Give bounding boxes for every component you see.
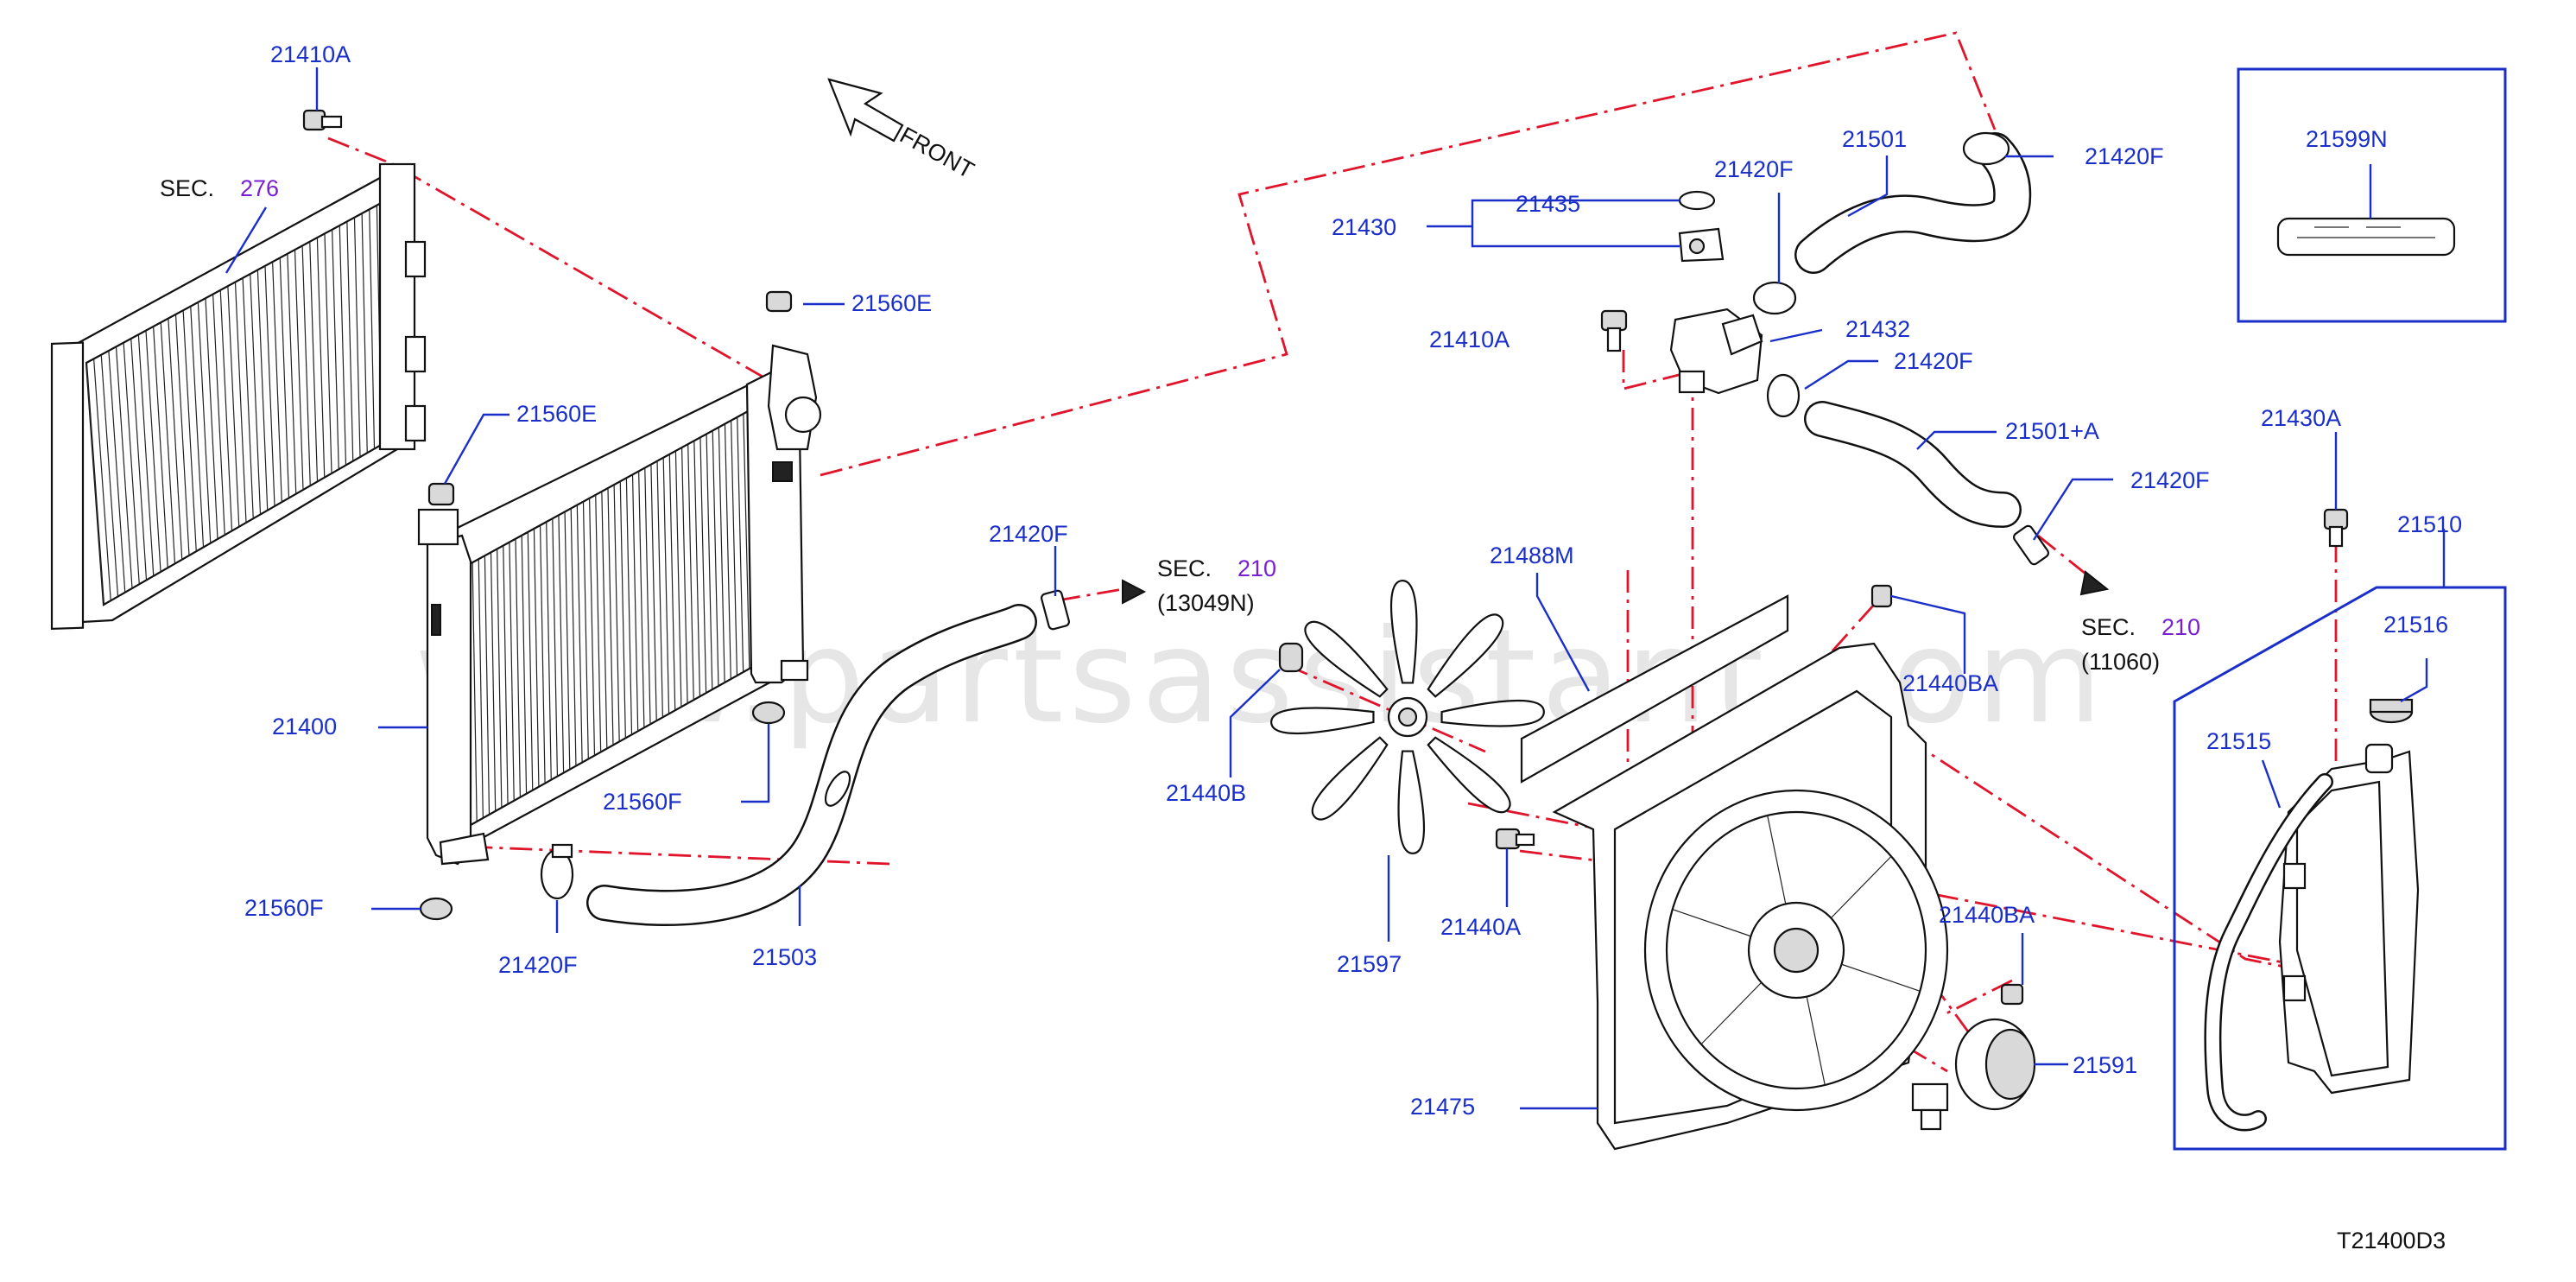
water-outlet-21432	[1669, 308, 1763, 395]
part-labels: 21410A SEC. 276 21560E 21560E 21400 2156…	[160, 41, 2462, 1253]
clamp-21420F-right	[2012, 524, 2050, 566]
label-21420F-topright: 21420F	[2085, 143, 2164, 169]
clamp-21420F-pipe	[1040, 589, 1071, 631]
fan-blade	[1311, 736, 1389, 821]
label-sec276-prefix: SEC.	[160, 175, 214, 201]
fan-blade	[1440, 699, 1545, 727]
fan-21597	[1270, 580, 1545, 854]
fan-blade	[1304, 620, 1389, 698]
label-21430: 21430	[1332, 214, 1396, 240]
fan-blade	[1389, 580, 1418, 684]
arrow-sec210-right	[2079, 570, 2110, 596]
label-21515: 21515	[2206, 728, 2271, 754]
label-21501A: 21501+A	[2005, 418, 2099, 444]
radiator	[417, 344, 822, 866]
overflow-hose	[2204, 773, 2333, 1132]
bolt-21430A	[2323, 508, 2349, 548]
fan-shroud-21475	[1552, 642, 1949, 1151]
hose-21503	[586, 604, 1037, 926]
cap-21560F-right	[751, 701, 786, 725]
arrow-sec210-left	[1122, 579, 1147, 605]
label-21432: 21432	[1845, 316, 1910, 342]
cap-21560F-left	[419, 897, 453, 921]
cap-21560E-right	[765, 290, 793, 313]
label-sec210-right-number: 210	[2161, 614, 2200, 640]
label-21516: 21516	[2383, 612, 2448, 638]
clamp-21420F-lower	[540, 843, 574, 900]
motor-21591	[1911, 1018, 2036, 1131]
clip-21440BA-top	[1870, 584, 1893, 608]
nut-21440B	[1278, 642, 1304, 673]
diagram-code: T21400D3	[2337, 1228, 2446, 1253]
label-21410A-top: 21410A	[270, 41, 351, 67]
label-plate-21599N	[2276, 217, 2456, 257]
label-21430A: 21430A	[2261, 405, 2341, 431]
label-21420F-pipe: 21420F	[989, 521, 1068, 547]
label-sec210-left-number: 210	[1237, 555, 1276, 581]
condenser	[50, 162, 427, 631]
clamp-21420F-mid	[1766, 373, 1801, 418]
label-21597: 21597	[1337, 951, 1402, 977]
fan-blade	[1427, 613, 1504, 698]
leader-lines	[225, 67, 2446, 1110]
fan-blade	[1397, 750, 1426, 854]
label-sec210-right-code: (11060)	[2081, 649, 2160, 675]
label-21560E-left: 21560E	[516, 401, 597, 427]
clip-21440BA-low	[2000, 983, 2024, 1006]
label-21560F-right: 21560F	[603, 789, 682, 815]
label-sec276-number: 276	[240, 175, 279, 201]
label-21560F-left: 21560F	[244, 895, 324, 921]
label-21501: 21501	[1842, 126, 1907, 152]
clamp-21420F-topright	[1962, 131, 2010, 166]
box-21510	[2173, 586, 2507, 1151]
front-arrow	[827, 78, 904, 143]
fan-blade	[1270, 707, 1375, 735]
fan-hub-center	[1397, 707, 1418, 727]
reservoir-21515	[2278, 743, 2420, 1095]
cap-21516	[2369, 698, 2414, 724]
label-21440BA-top: 21440BA	[1902, 670, 1998, 696]
thermostat-21430	[1678, 227, 1725, 263]
label-21599N: 21599N	[2306, 126, 2388, 152]
label-sec210-left-prefix: SEC.	[1157, 555, 1212, 581]
label-21420F-top: 21420F	[1714, 156, 1794, 182]
label-21440B: 21440B	[1166, 780, 1246, 806]
fan-blade	[1427, 736, 1511, 814]
front-label: FRONT	[896, 122, 978, 183]
bolt-21440A	[1495, 828, 1535, 850]
label-21560E-right: 21560E	[851, 290, 932, 316]
clamp-21420F-top	[1752, 281, 1797, 315]
bolt-21410A-mid	[1600, 309, 1628, 352]
label-21440A: 21440A	[1440, 914, 1521, 940]
label-sec210-left-code: (13049N)	[1157, 590, 1255, 616]
gasket-21435	[1678, 190, 1716, 211]
label-21410A-mid: 21410A	[1429, 327, 1510, 352]
label-21510: 21510	[2397, 511, 2462, 537]
cap-21560E-left	[427, 482, 455, 506]
bolt-21410A-top	[302, 109, 343, 131]
label-sec210-right-prefix: SEC.	[2081, 614, 2136, 640]
label-21420F-lower: 21420F	[498, 952, 578, 978]
label-21488M: 21488M	[1490, 543, 1574, 568]
seal-21488M	[1520, 594, 1789, 784]
label-21591: 21591	[2073, 1052, 2137, 1078]
label-21503: 21503	[752, 944, 817, 970]
label-21420F-right: 21420F	[2130, 467, 2210, 493]
label-21440BA-low: 21440BA	[1939, 902, 2035, 928]
box-21599N	[2237, 67, 2507, 323]
label-21435: 21435	[1516, 191, 1580, 217]
label-21420F-mid: 21420F	[1894, 348, 1973, 374]
label-21475: 21475	[1410, 1094, 1475, 1120]
hose-21501A	[1804, 401, 2022, 528]
hose-21501	[1794, 132, 2032, 274]
label-21400: 21400	[272, 714, 337, 739]
